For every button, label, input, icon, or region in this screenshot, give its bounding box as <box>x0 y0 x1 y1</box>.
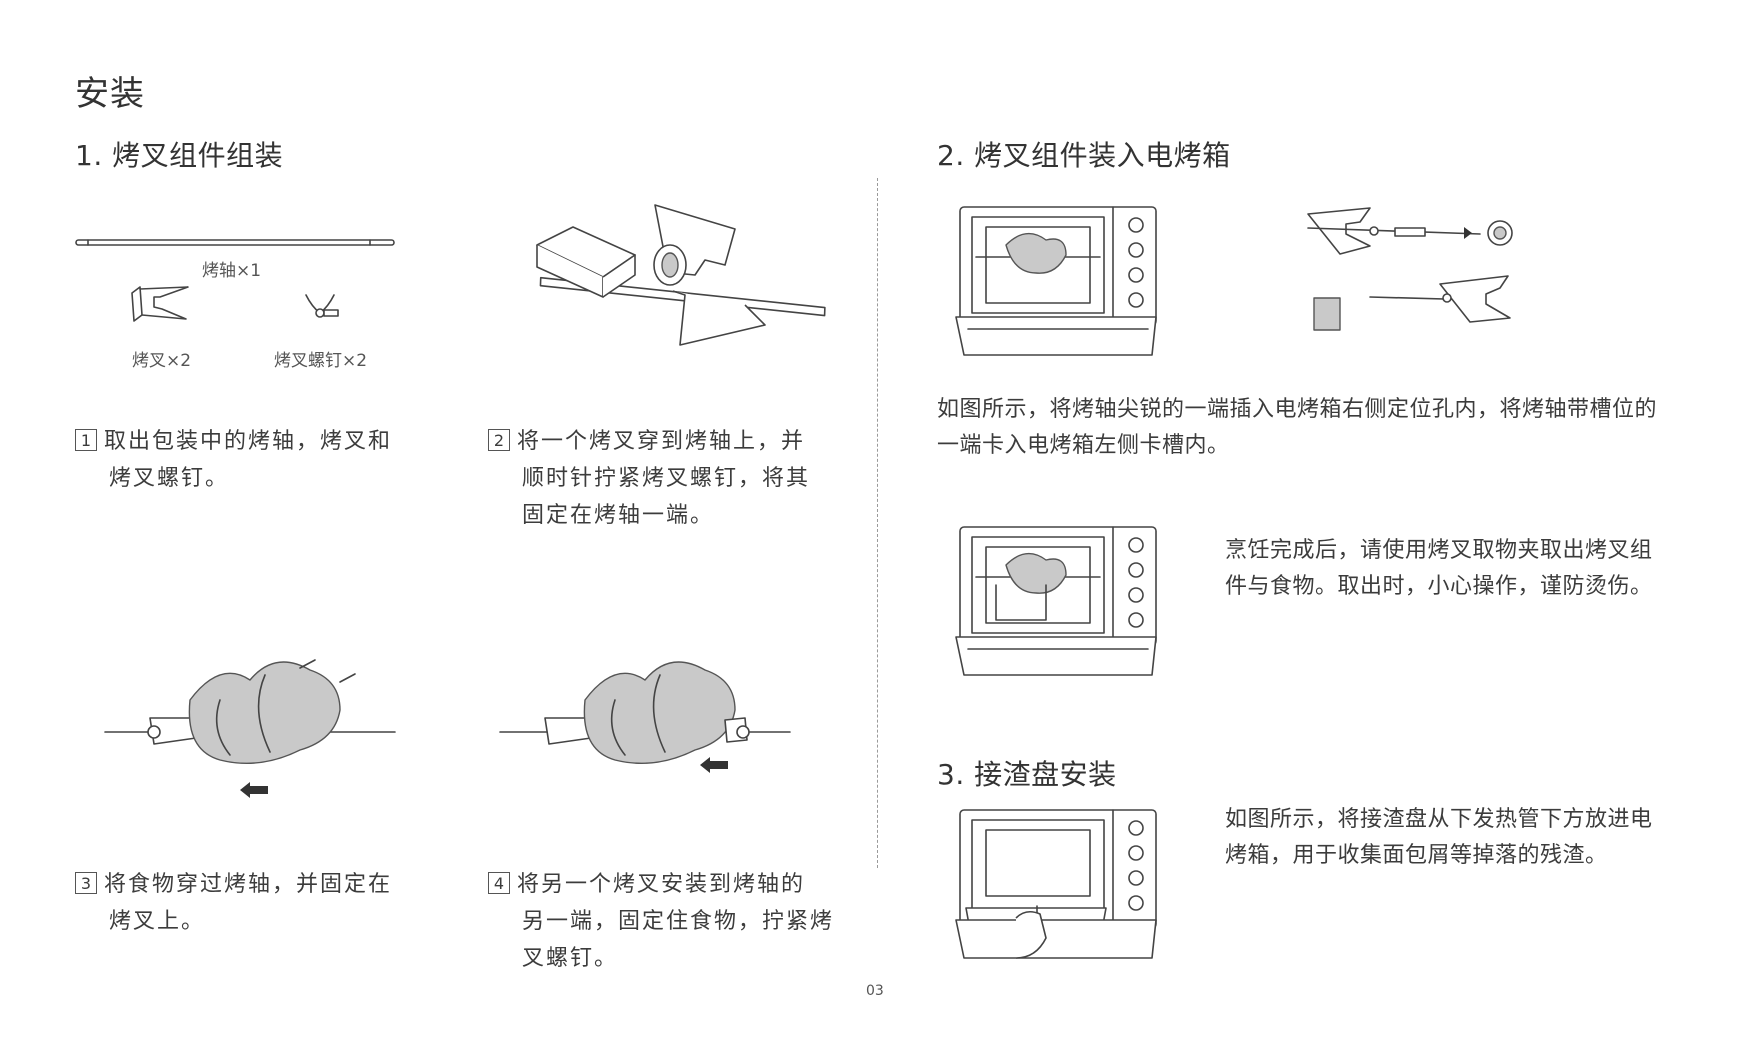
chicken-on-rod-illustration-step3 <box>104 659 396 798</box>
step-number-badge: 3 <box>75 872 97 894</box>
step-number-badge: 2 <box>488 429 510 451</box>
paragraph-line: 一端卡入电烤箱左侧卡槽内。 <box>937 433 1230 458</box>
part-label-rod: 烤轴×1 <box>202 261 262 281</box>
section2-paragraph-2: 烹饪完成后，请使用烤叉取物夹取出烤叉组 件与食物。取出时，小心操作，谨防烫伤。 <box>1225 533 1725 605</box>
step-1: 1 取出包装中的烤轴，烤叉和 烤叉螺钉。 <box>75 423 435 497</box>
step-4: 4 将另一个烤叉安装到烤轴的 另一端，固定住食物，拧紧烤 叉螺钉。 <box>488 866 858 977</box>
step-text: 取出包装中的烤轴，烤叉和 <box>104 429 393 454</box>
step-text: 烤叉螺钉。 <box>109 466 230 491</box>
chicken-on-rod-illustration-step4 <box>499 661 791 773</box>
part-label-fork: 烤叉×2 <box>132 351 192 371</box>
section2-paragraph-1: 如图所示，将烤轴尖锐的一端插入电烤箱右侧定位孔内，将烤轴带槽位的 一端卡入电烤箱… <box>937 392 1697 464</box>
step-text: 另一端，固定住食物，拧紧烤 <box>522 909 835 934</box>
oven-removal-illustration <box>955 526 1157 676</box>
step-2: 2 将一个烤叉穿到烤轴上，并 顺时针拧紧烤叉螺钉，将其 固定在烤轴一端。 <box>488 423 848 534</box>
step-number-badge: 1 <box>75 429 97 451</box>
section1-title: 1. 烤叉组件组装 <box>75 139 284 172</box>
section3-paragraph: 如图所示，将接渣盘从下发热管下方放进电 烤箱，用于收集面包屑等掉落的残渣。 <box>1225 802 1725 874</box>
column-divider <box>877 178 878 868</box>
paragraph-line: 如图所示，将烤轴尖锐的一端插入电烤箱右侧定位孔内，将烤轴带槽位的 <box>937 397 1658 422</box>
step-text: 烤叉上。 <box>109 909 206 934</box>
rotisserie-detail-illustration <box>1307 207 1513 331</box>
section2-title: 2. 烤叉组件装入电烤箱 <box>937 139 1231 172</box>
step-text: 将另一个烤叉安装到烤轴的 <box>517 872 806 897</box>
oven-crumb-tray-illustration <box>955 809 1157 959</box>
step-text: 固定在烤轴一端。 <box>522 503 715 528</box>
page-title: 安装 <box>75 74 145 114</box>
step-number-badge: 4 <box>488 872 510 894</box>
oven-with-rotisserie-illustration <box>955 206 1157 356</box>
section3-title: 3. 接渣盘安装 <box>937 758 1117 791</box>
paragraph-line: 烹饪完成后，请使用烤叉取物夹取出烤叉组 <box>1225 538 1653 563</box>
part-label-screw: 烤叉螺钉×2 <box>274 351 368 371</box>
step-text: 叉螺钉。 <box>522 946 619 971</box>
paragraph-line: 烤箱，用于收集面包屑等掉落的残渣。 <box>1225 843 1608 868</box>
step-text: 将食物穿过烤轴，并固定在 <box>104 872 393 897</box>
step-3: 3 将食物穿过烤轴，并固定在 烤叉上。 <box>75 866 435 940</box>
step-text: 将一个烤叉穿到烤轴上，并 <box>517 429 806 454</box>
step-text: 顺时针拧紧烤叉螺钉，将其 <box>522 466 811 491</box>
page-number: 03 <box>866 983 884 999</box>
paragraph-line: 如图所示，将接渣盘从下发热管下方放进电 <box>1225 807 1653 832</box>
parts-illustration <box>75 239 395 322</box>
paragraph-line: 件与食物。取出时，小心操作，谨防烫伤。 <box>1225 574 1653 599</box>
fork-on-rod-illustration <box>536 204 826 346</box>
